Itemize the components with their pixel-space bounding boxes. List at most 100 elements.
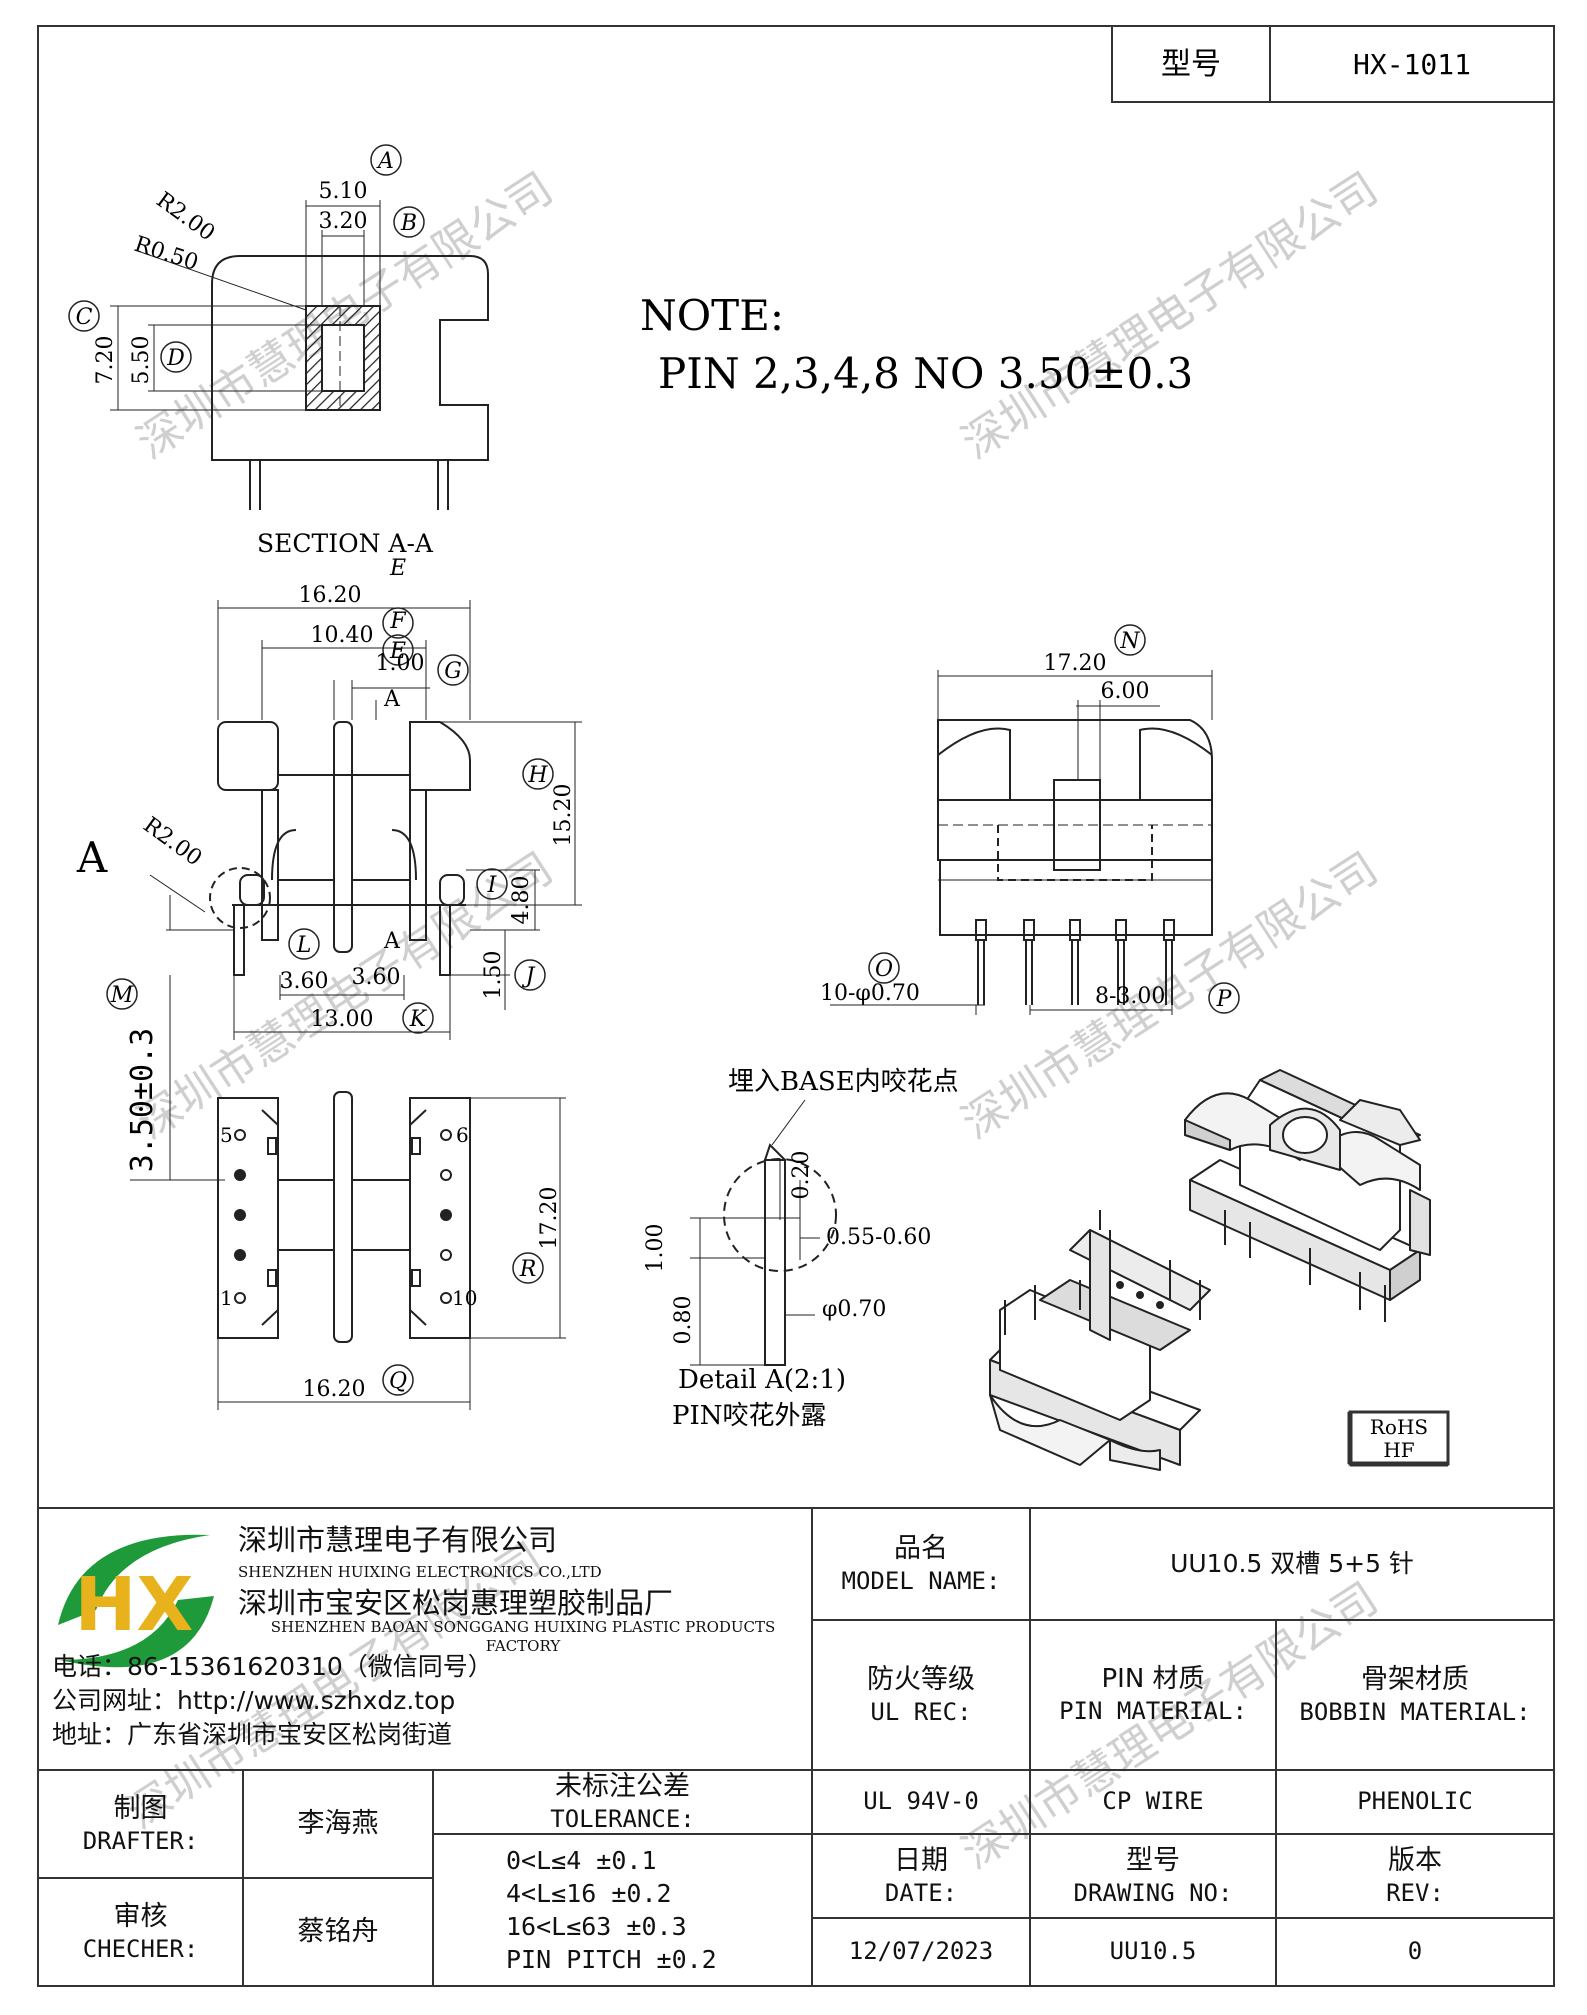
date-cn: 日期 xyxy=(894,1844,948,1876)
drafter-value: 李海燕 xyxy=(297,1808,379,1840)
ul-rec-value: UL 94V-0 xyxy=(863,1787,979,1816)
pin-material-label: PIN 材质 PIN MATERIAL: xyxy=(1030,1620,1276,1770)
isometric-lower xyxy=(989,1210,1211,1471)
isometric-upper xyxy=(1184,1069,1431,1322)
label-G: G xyxy=(444,659,462,684)
model-name-en: MODEL NAME: xyxy=(841,1566,1001,1595)
dim-5-50: 5.50 xyxy=(129,336,154,385)
drawing-no-cn: 型号 xyxy=(1126,1844,1180,1876)
logo-text: HX xyxy=(75,1562,194,1648)
dim-r2-front: R2.00 xyxy=(138,813,206,872)
detail-caption: Detail A(2:1) xyxy=(678,1365,846,1395)
title-block-grid xyxy=(38,1507,1554,1986)
pin-number-6: 6 xyxy=(456,1123,469,1147)
dim-0-20: 0.20 xyxy=(789,1151,814,1200)
dim-pins: 10-φ0.70 xyxy=(820,981,920,1006)
label-Q: Q xyxy=(389,1369,407,1394)
front-view xyxy=(106,600,582,1181)
factory-name-en: SHENZHEN BAOAN SONGGANG HUIXING PLASTIC … xyxy=(270,1617,776,1656)
factory-name-cn: 深圳市宝安区松岗惠理塑胶制品厂 xyxy=(238,1586,674,1621)
model-name-cn: 品名 xyxy=(894,1532,948,1564)
dim-pin-dia: φ0.70 xyxy=(822,1297,886,1322)
drafter-en: DRAFTER: xyxy=(82,1826,199,1855)
label-H: H xyxy=(527,763,548,788)
dim-3-20: 3.20 xyxy=(319,209,368,234)
checker-label: 审核 CHECHER: xyxy=(38,1878,243,1986)
tolerance-row: 16<L≤63 ±0.3 xyxy=(506,1912,687,1941)
detail-view xyxy=(690,1099,837,1366)
pin-material-en: PIN MATERIAL: xyxy=(1059,1697,1247,1726)
dim-13-00: 13.00 xyxy=(311,1007,374,1032)
drawing-no-value: UU10.5 xyxy=(1109,1937,1197,1966)
company-name-cn: 深圳市慧理电子有限公司 xyxy=(238,1523,558,1558)
label-O: O xyxy=(875,957,893,982)
label-K: K xyxy=(409,1007,428,1032)
label-B: B xyxy=(400,211,417,236)
detail-caption-cn: PIN咬花外露 xyxy=(672,1401,827,1431)
dim-1-50: 1.50 xyxy=(481,951,506,1000)
dim-r05: R0.50 xyxy=(131,232,201,276)
dim-3-60-left: 3.60 xyxy=(280,969,329,994)
dim-5-10: 5.10 xyxy=(319,179,368,204)
label-C: C xyxy=(76,305,93,330)
date-label: 日期 DATE: xyxy=(812,1834,1030,1918)
label-I: I xyxy=(487,873,498,898)
drawing-no-en: DRAWING NO: xyxy=(1073,1878,1233,1907)
dim-17-20-side: 17.20 xyxy=(1044,651,1107,676)
tolerance-row: 0<L≤4 ±0.1 xyxy=(506,1846,657,1875)
note: NOTE: PIN 2,3,4,8 NO 3.50±0.3 xyxy=(640,291,1193,398)
bobbin-material-cn: 骨架材质 xyxy=(1361,1663,1469,1695)
tolerance-table: 0<L≤4 ±0.1 4<L≤16 ±0.2 16<L≤63 ±0.3 PIN … xyxy=(506,1840,806,1980)
dim-pitch: 8-3.00 xyxy=(1095,984,1165,1009)
label-N: N xyxy=(1119,629,1140,654)
company-logo: HX xyxy=(58,1534,214,1668)
rev-label: 版本 REV: xyxy=(1276,1834,1554,1918)
ul-rec-cn: 防火等级 xyxy=(867,1663,975,1695)
model-name-value: UU10.5 双槽 5+5 针 xyxy=(1170,1548,1414,1578)
dim-16-20-bottom: 16.20 xyxy=(303,1377,366,1402)
model-name-label: 品名 MODEL NAME: xyxy=(812,1508,1030,1620)
logo-arc-top xyxy=(58,1534,210,1625)
tolerance-row: PIN PITCH ±0.2 xyxy=(506,1945,717,1974)
rohs-line2: HF xyxy=(1383,1438,1414,1462)
pin-number-1: 1 xyxy=(220,1286,233,1310)
dim-10-40: 10.40 xyxy=(311,623,374,648)
dim-16-20: 16.20 xyxy=(299,583,362,608)
dim-3-50: 3.50±0.3 xyxy=(125,1028,160,1173)
label-P: P xyxy=(1216,987,1233,1012)
dim-17-20-bottom: 17.20 xyxy=(537,1187,562,1250)
date-value: 12/07/2023 xyxy=(848,1937,994,1966)
rohs-badge: RoHS HF xyxy=(1347,1410,1450,1467)
model-box-value: HX-1011 xyxy=(1353,48,1471,81)
bottom-view-text: 5 6 1 10 17.20 16.20 R Q xyxy=(220,1123,562,1402)
dim-6-00: 6.00 xyxy=(1101,679,1150,704)
section-view xyxy=(68,144,489,510)
model-box-label: 型号 xyxy=(1161,47,1221,82)
company-web: 公司网址：http://www.szhxdz.top xyxy=(52,1685,456,1715)
dim-1-00-detail: 1.00 xyxy=(643,1224,668,1273)
ul-rec-en: UL REC: xyxy=(870,1697,972,1726)
checker-en: CHECHER: xyxy=(82,1934,199,1963)
bobbin-material-value: PHENOLIC xyxy=(1357,1787,1473,1816)
logo-arc-bottom xyxy=(60,1596,214,1668)
dim-4-80: 4.80 xyxy=(509,876,534,925)
label-J: J xyxy=(522,964,536,989)
bobbin-material-label: 骨架材质 BOBBIN MATERIAL: xyxy=(1276,1620,1554,1770)
dim-15-20: 15.20 xyxy=(551,784,576,847)
model-box: 型号 HX-1011 xyxy=(1111,25,1555,103)
drafter-label: 制图 DRAFTER: xyxy=(38,1770,243,1878)
dim-0-80: 0.80 xyxy=(671,1296,696,1345)
label-D: D xyxy=(166,346,185,371)
label-L: L xyxy=(296,933,312,958)
rev-value: 0 xyxy=(1407,1937,1423,1966)
pin-number-5: 5 xyxy=(220,1123,233,1147)
label-F: F xyxy=(389,609,406,634)
company-phone: 电话：86-15361620310（微信同号） xyxy=(52,1651,493,1681)
label-E-top: E xyxy=(389,556,406,581)
dim-knurl-dia: 0.55-0.60 xyxy=(826,1225,931,1250)
company-address: 地址：广东省深圳市宝安区松岗街道 xyxy=(52,1719,453,1749)
rohs-line1: RoHS xyxy=(1370,1415,1428,1439)
drawing-no-label: 型号 DRAWING NO: xyxy=(1030,1834,1276,1918)
